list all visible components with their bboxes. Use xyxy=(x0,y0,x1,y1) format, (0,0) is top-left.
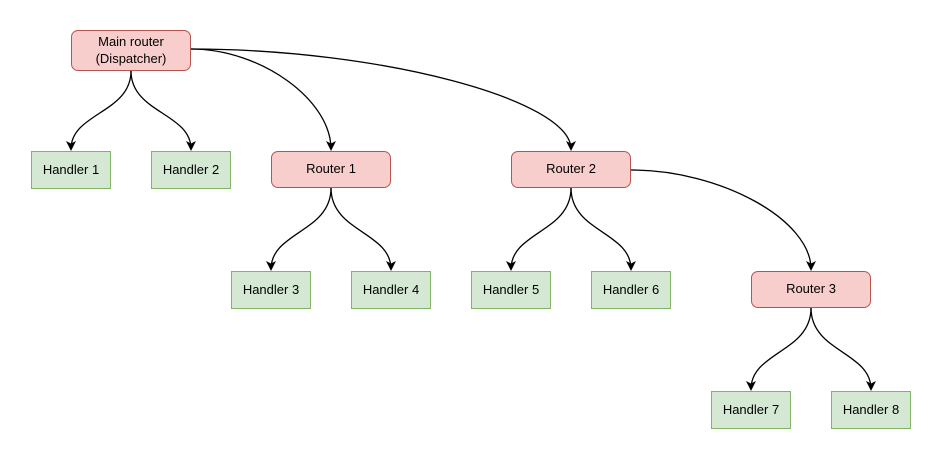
node-handler-3-label: Handler 3 xyxy=(242,281,300,297)
node-router-1-label: Router 1 xyxy=(306,161,356,177)
node-handler-1-label: Handler 1 xyxy=(42,161,100,177)
node-handler-6: Handler 6 xyxy=(591,271,671,309)
node-handler-5: Handler 5 xyxy=(471,271,551,309)
edge-router-2-to-router-3 xyxy=(630,169,816,271)
node-handler-4: Handler 4 xyxy=(351,271,431,309)
node-router-2-label: Router 2 xyxy=(546,161,596,177)
edge-router-3-to-handler-7 xyxy=(746,307,812,391)
edge-router-1-to-handler-3 xyxy=(266,187,332,271)
edge-router-3-to-handler-8 xyxy=(810,307,876,391)
edge-main-router-to-handler-2 xyxy=(130,70,196,151)
node-handler-8: Handler 8 xyxy=(831,391,911,429)
node-handler-8-label: Handler 8 xyxy=(842,401,900,417)
node-router-2: Router 2 xyxy=(511,151,631,188)
edge-main-router-to-router-1 xyxy=(190,48,336,151)
node-router-1: Router 1 xyxy=(271,151,391,188)
node-handler-3: Handler 3 xyxy=(231,271,311,309)
edge-main-router-to-handler-1 xyxy=(66,70,132,151)
edge-main-router-to-router-2 xyxy=(190,48,576,151)
node-handler-5-label: Handler 5 xyxy=(482,281,540,297)
node-handler-4-label: Handler 4 xyxy=(362,281,420,297)
node-main-router-label: Main router (Dispatcher) xyxy=(95,34,167,66)
edge-router-1-to-handler-4 xyxy=(330,187,396,271)
node-handler-6-label: Handler 6 xyxy=(602,281,660,297)
node-handler-2: Handler 2 xyxy=(151,151,231,189)
edge-router-2-to-handler-6 xyxy=(570,187,636,271)
node-handler-2-label: Handler 2 xyxy=(162,161,220,177)
node-handler-1: Handler 1 xyxy=(31,151,111,189)
node-handler-7: Handler 7 xyxy=(711,391,791,429)
node-router-3: Router 3 xyxy=(751,271,871,308)
edge-router-2-to-handler-5 xyxy=(506,187,572,271)
node-handler-7-label: Handler 7 xyxy=(722,401,780,417)
node-router-3-label: Router 3 xyxy=(786,281,836,297)
node-main-router: Main router (Dispatcher) xyxy=(71,30,191,71)
